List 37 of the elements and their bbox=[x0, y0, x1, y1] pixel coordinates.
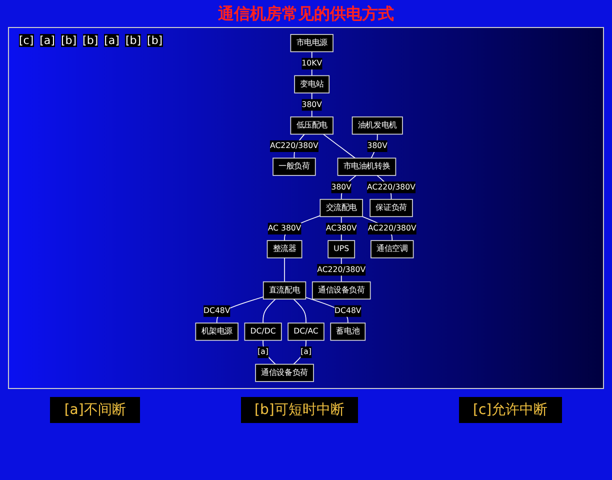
note-label: [b] bbox=[60, 34, 77, 47]
connector bbox=[311, 51, 312, 76]
connector bbox=[284, 257, 285, 282]
node-box bbox=[272, 158, 316, 176]
node-box bbox=[266, 240, 302, 258]
connector bbox=[293, 340, 306, 365]
note-label: [b] bbox=[147, 34, 163, 47]
node-box bbox=[330, 322, 366, 341]
note-label: [b] bbox=[82, 34, 98, 47]
connector bbox=[262, 340, 276, 365]
node-box bbox=[312, 281, 371, 300]
note-label: [a] bbox=[40, 34, 55, 47]
legend-item: [a]不间断 bbox=[50, 397, 140, 423]
node-box bbox=[294, 75, 330, 94]
connector bbox=[322, 134, 356, 159]
node-box bbox=[328, 240, 356, 258]
node-box bbox=[288, 322, 324, 341]
node-box bbox=[244, 322, 282, 341]
node-box bbox=[195, 322, 238, 341]
node-box bbox=[352, 116, 403, 135]
note-label: [b] bbox=[125, 34, 142, 47]
legend-item: [b]可短时中断 bbox=[240, 397, 358, 423]
node-box bbox=[255, 364, 314, 382]
node-box bbox=[370, 240, 414, 258]
title: 通信机房常见的供电方式 bbox=[217, 4, 395, 25]
connector bbox=[262, 298, 276, 324]
node-box bbox=[262, 281, 306, 300]
legend-item: [c]允许中断 bbox=[459, 397, 562, 423]
node-box bbox=[320, 198, 363, 218]
node-box bbox=[290, 34, 334, 52]
connector bbox=[293, 298, 306, 324]
note-label: [c] bbox=[19, 34, 34, 47]
node-box bbox=[337, 158, 396, 176]
node-box bbox=[370, 198, 413, 218]
note-label: [a] bbox=[104, 34, 120, 47]
connector bbox=[311, 92, 312, 118]
node-box bbox=[290, 116, 334, 135]
